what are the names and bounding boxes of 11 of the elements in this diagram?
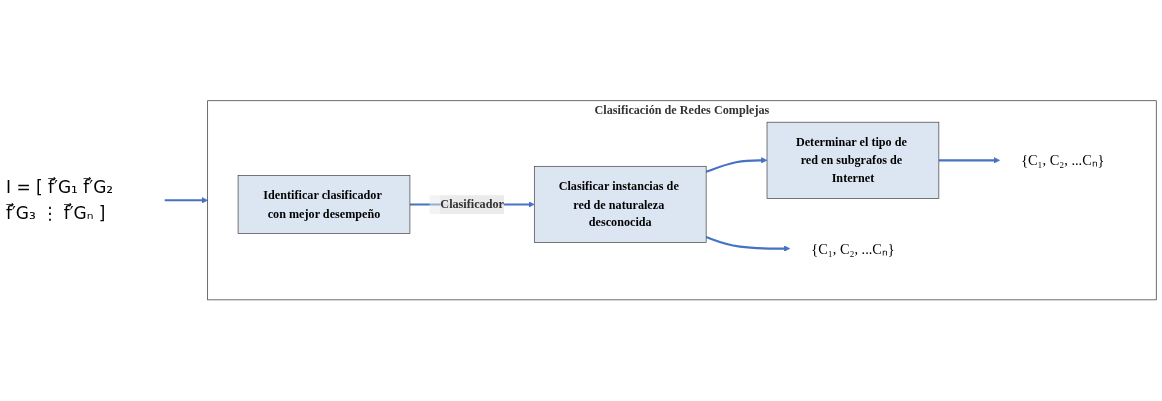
edge-label: Clasificador: [440, 197, 504, 212]
node-box: Determinar el tipo de red en subgrafos de Internet: [766, 122, 940, 199]
arrow: [164, 197, 208, 204]
node-box: Identificar clasificador con mejor desempeño: [237, 175, 411, 234]
node-text: {C₁, C₂, ...Cₙ}: [811, 240, 895, 257]
arrow: [705, 236, 791, 252]
arrow: [705, 157, 768, 174]
matrix-formula: I = [ f⃗′G₁ f⃗′G₂ f⃗′G₃ ⋮ f⃗′Gₙ ]: [6, 176, 115, 225]
node-box: Clasificar instancias de red de naturaleza desconocida: [533, 166, 707, 244]
node-text: {C₁, C₂, ...Cₙ}: [1021, 152, 1105, 169]
arrow: [938, 157, 1000, 164]
